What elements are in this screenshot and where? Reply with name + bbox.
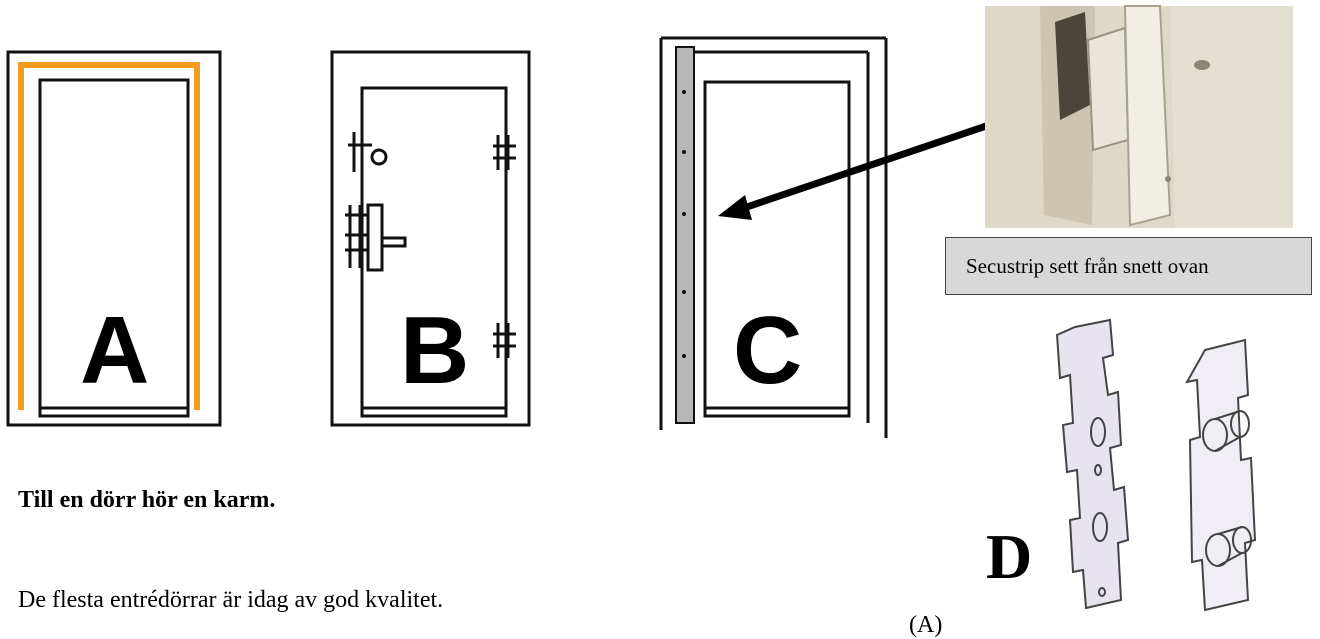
secustrip-strip <box>675 46 695 424</box>
secustrip-caption-text: Secustrip sett från snett ovan <box>966 253 1209 278</box>
hinge-d-letter: D <box>986 521 1033 592</box>
body-text: De flesta entrédörrar är idag av god kva… <box>18 587 444 613</box>
door-a-letter: A <box>80 297 150 404</box>
heading-text: Till en dörr hör en karm. <box>18 487 276 513</box>
door-c-letter: C <box>733 297 803 404</box>
secustrip-caption: Secustrip sett från snett ovan <box>945 237 1312 295</box>
door-b-letter: B <box>400 297 470 404</box>
partial-text: (A) <box>909 612 943 638</box>
